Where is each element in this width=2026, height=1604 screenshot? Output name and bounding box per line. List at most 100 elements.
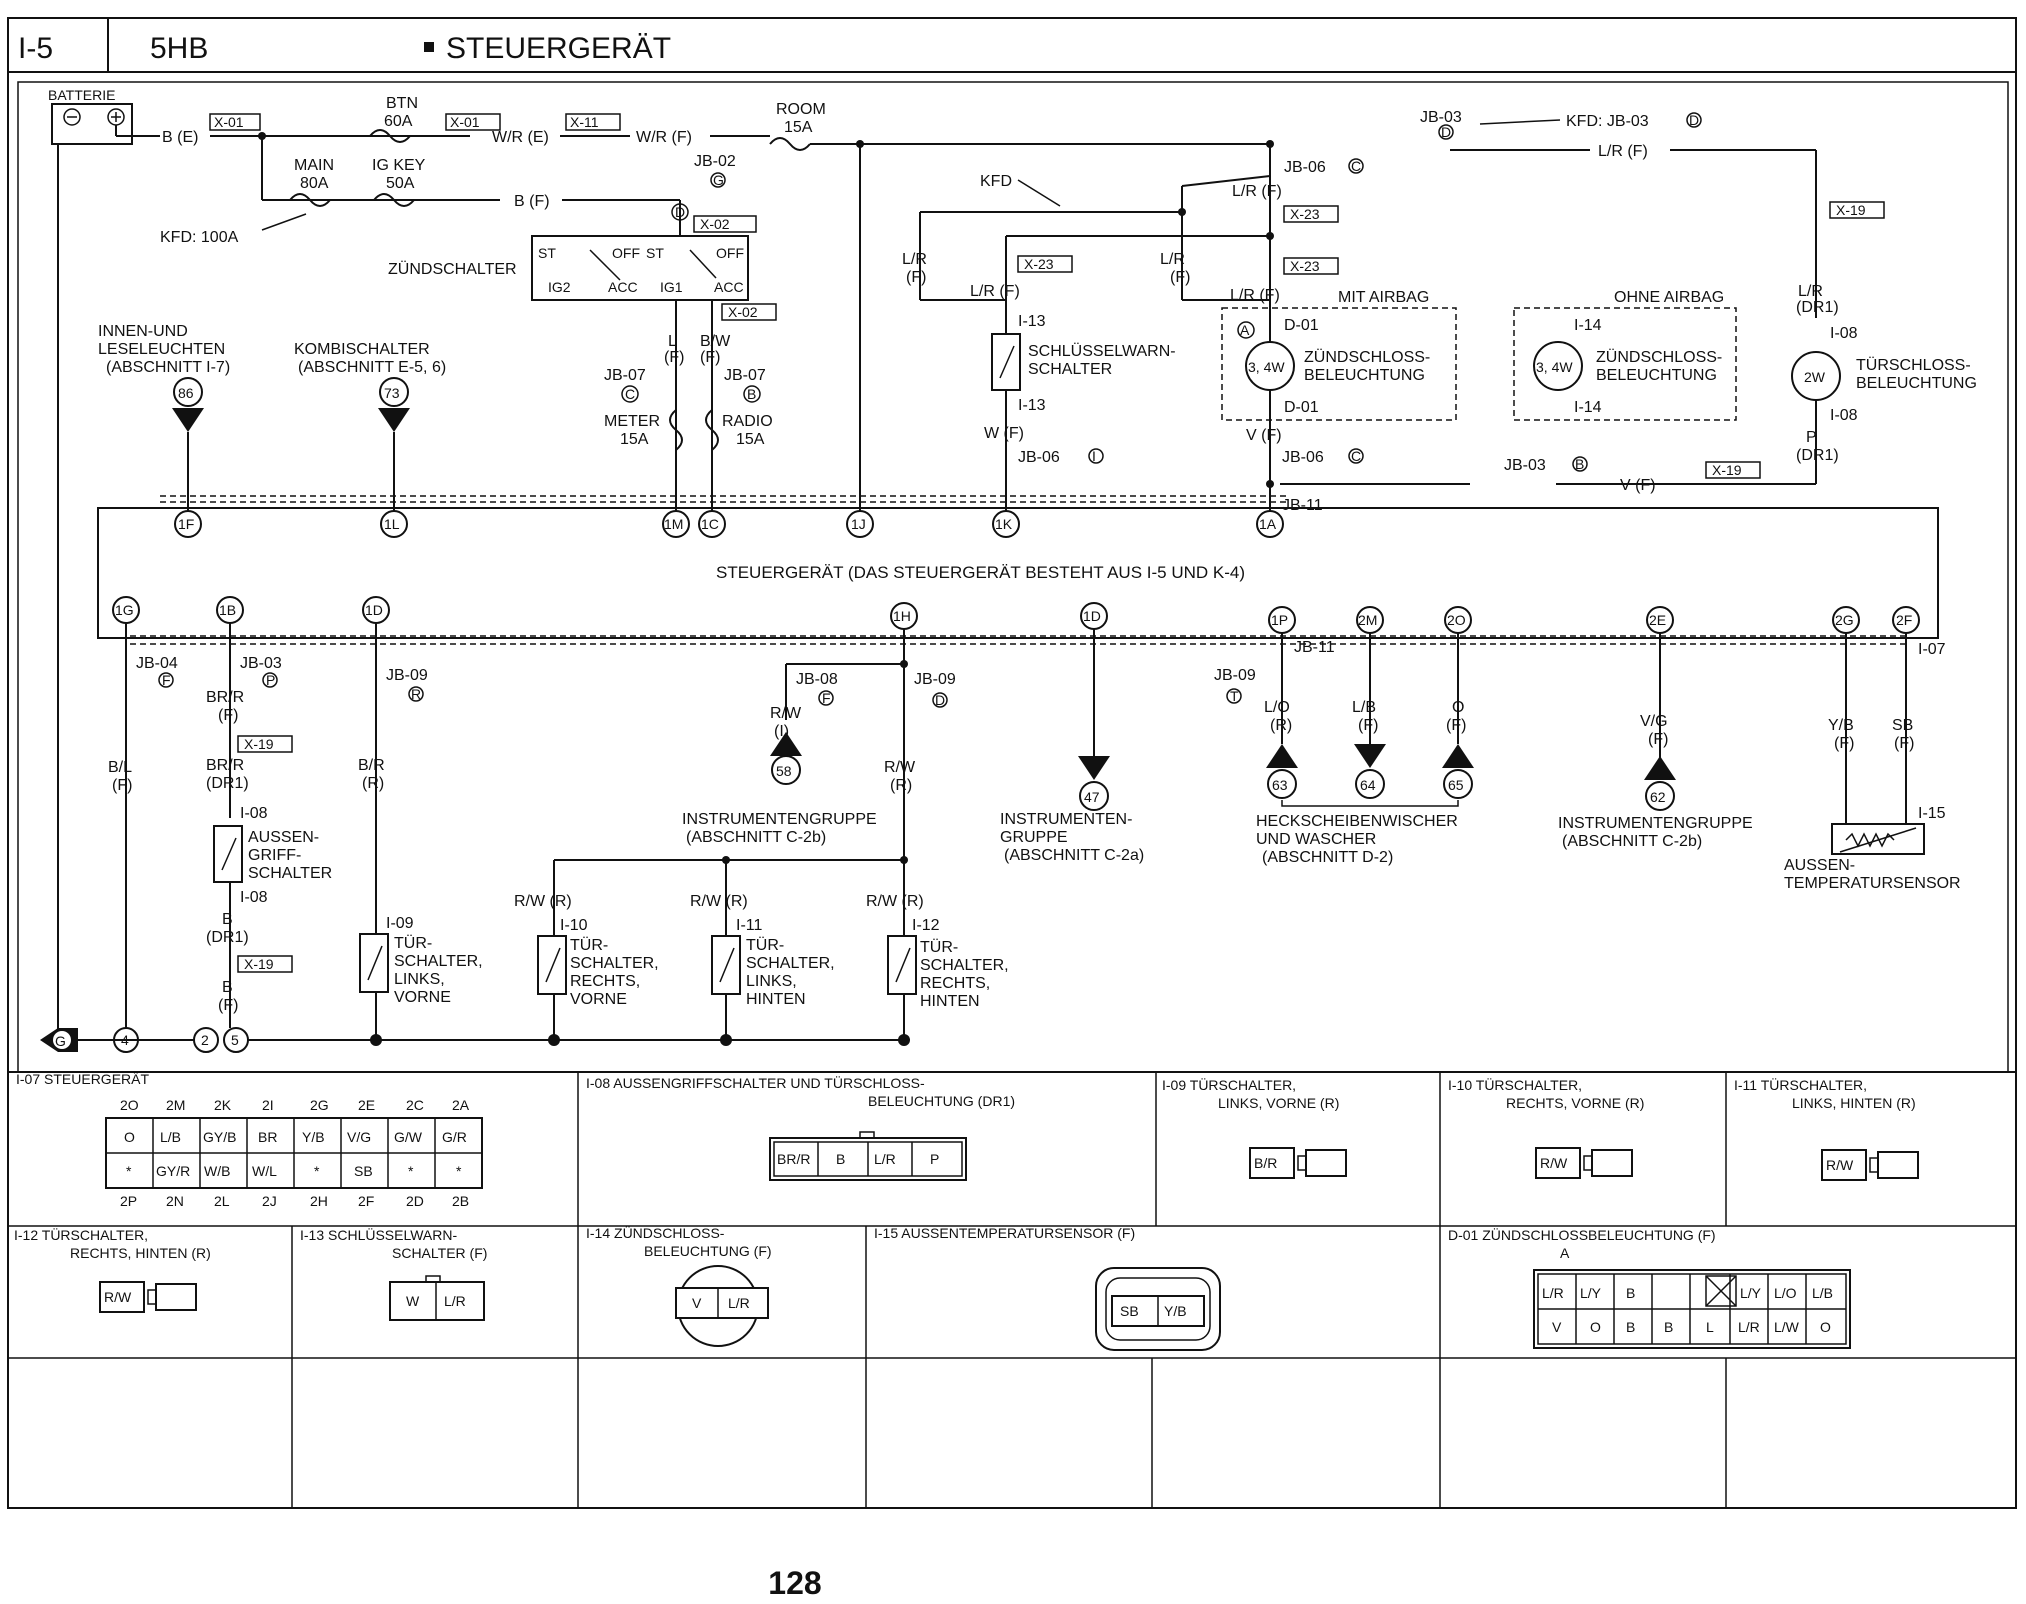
svg-text:MIT AIRBAG: MIT AIRBAG [1338, 289, 1429, 306]
svg-text:L/R (F): L/R (F) [1230, 287, 1280, 304]
svg-text:2O: 2O [120, 1097, 139, 1113]
svg-text:LINKS, HINTEN (R): LINKS, HINTEN (R) [1792, 1095, 1916, 1111]
svg-text:R/W (R): R/W (R) [514, 893, 572, 910]
svg-text:1B: 1B [219, 602, 236, 618]
svg-text:2C: 2C [406, 1097, 424, 1113]
svg-text:(ABSCHNITT C-2b): (ABSCHNITT C-2b) [1562, 833, 1702, 850]
svg-text:2K: 2K [214, 1097, 232, 1113]
svg-text:L/B: L/B [1352, 699, 1376, 716]
svg-text:I-07 STEUERGERÄT: I-07 STEUERGERÄT [16, 1071, 149, 1087]
svg-text:I-14: I-14 [1574, 317, 1602, 334]
svg-text:X-01: X-01 [450, 114, 480, 130]
svg-text:D: D [675, 204, 685, 220]
svg-text:2M: 2M [1358, 612, 1377, 628]
svg-text:I-12: I-12 [912, 917, 940, 934]
svg-text:INSTRUMENTENGRUPPE: INSTRUMENTENGRUPPE [1558, 815, 1753, 832]
svg-text:2J: 2J [262, 1193, 277, 1209]
svg-text:A: A [1560, 1245, 1570, 1261]
svg-text:R/W: R/W [1540, 1155, 1568, 1171]
svg-text:JB-07: JB-07 [604, 367, 646, 384]
svg-text:(F): (F) [906, 269, 926, 286]
svg-text:I-08 AUSSENGRIFFSCHALTER UND T: I-08 AUSSENGRIFFSCHALTER UND TÜRSCHLOSS- [586, 1074, 925, 1091]
svg-text:X-19: X-19 [244, 736, 274, 752]
svg-text:ROOM: ROOM [776, 101, 826, 118]
svg-text:SCHALTER,: SCHALTER, [920, 957, 1009, 974]
svg-text:(F): (F) [218, 707, 238, 724]
svg-text:L/R (F): L/R (F) [970, 283, 1020, 300]
svg-text:73: 73 [384, 385, 400, 401]
svg-text:KFD: 100A: KFD: 100A [160, 229, 239, 246]
connector-i15: I-15 AUSSENTEMPERATURSENSOR (F) SB Y/B [874, 1225, 1221, 1351]
title-bullet-icon [424, 42, 434, 52]
door-switch-right-rear [887, 935, 917, 995]
svg-text:ACC: ACC [714, 279, 744, 295]
svg-text:I-13: I-13 [1018, 397, 1046, 414]
svg-text:62: 62 [1650, 789, 1666, 805]
connector-views-table [8, 1071, 2016, 1508]
svg-text:BELEUCHTUNG (DR1): BELEUCHTUNG (DR1) [868, 1093, 1015, 1109]
page-title: STEUERGERÄT [446, 32, 671, 65]
svg-text:Y/B: Y/B [1828, 717, 1854, 734]
svg-text:L: L [1706, 1319, 1714, 1335]
svg-text:(R): (R) [890, 777, 912, 794]
svg-text:B/R: B/R [1254, 1155, 1277, 1171]
with-airbag-box [1221, 307, 1457, 421]
svg-text:W: W [406, 1293, 420, 1309]
svg-text:JB-03: JB-03 [1504, 457, 1546, 474]
svg-text:ST: ST [538, 245, 556, 261]
svg-text:(F): (F) [1894, 735, 1914, 752]
svg-text:A: A [1240, 322, 1250, 338]
svg-text:(DR1): (DR1) [1796, 447, 1839, 464]
svg-text:I-08: I-08 [240, 889, 268, 906]
ignition-switch [531, 235, 749, 301]
svg-text:(F): (F) [1834, 735, 1854, 752]
svg-text:B (E): B (E) [162, 129, 198, 146]
svg-text:LESELEUCHTEN: LESELEUCHTEN [98, 341, 225, 358]
svg-text:V/G: V/G [1640, 713, 1668, 730]
svg-text:R/W: R/W [1826, 1157, 1854, 1173]
svg-text:GY/R: GY/R [156, 1163, 190, 1179]
svg-text:L/Y: L/Y [1580, 1285, 1602, 1301]
svg-text:L/R: L/R [902, 251, 927, 268]
svg-text:SB: SB [1892, 717, 1913, 734]
svg-text:15A: 15A [736, 431, 765, 448]
svg-text:2W: 2W [1804, 369, 1826, 385]
svg-text:2D: 2D [406, 1193, 424, 1209]
svg-text:D-01 ZÜNDSCHLOSSBELEUCHTUNG (F: D-01 ZÜNDSCHLOSSBELEUCHTUNG (F) [1448, 1226, 1716, 1243]
page-number: 128 [768, 1565, 822, 1601]
svg-text:KFD: KFD [980, 173, 1012, 190]
svg-text:B: B [836, 1151, 845, 1167]
svg-text:I-11: I-11 [736, 917, 762, 934]
svg-text:64: 64 [1360, 777, 1376, 793]
svg-text:BR/R: BR/R [206, 689, 244, 706]
svg-text:METER: METER [604, 413, 660, 430]
svg-text:Y/B: Y/B [302, 1129, 325, 1145]
svg-text:I-08: I-08 [1830, 407, 1858, 424]
svg-text:B: B [1575, 456, 1584, 472]
svg-text:80A: 80A [300, 175, 329, 192]
svg-text:P: P [930, 1151, 939, 1167]
svg-text:(F): (F) [218, 997, 238, 1014]
svg-text:GRIFF-: GRIFF- [248, 847, 301, 864]
svg-text:86: 86 [178, 385, 194, 401]
outside-handle-switch [213, 825, 243, 883]
svg-text:SCHALTER (F): SCHALTER (F) [392, 1245, 487, 1261]
svg-text:JB-06: JB-06 [1282, 449, 1324, 466]
svg-text:KFD: JB-03: KFD: JB-03 [1566, 113, 1649, 130]
svg-text:SB: SB [1120, 1303, 1139, 1319]
svg-text:(DR1): (DR1) [1796, 299, 1839, 316]
svg-text:L/O: L/O [1774, 1285, 1797, 1301]
svg-text:AUSSEN-: AUSSEN- [248, 829, 319, 846]
svg-text:2: 2 [201, 1032, 209, 1048]
svg-text:B: B [747, 386, 756, 402]
svg-text:I-07: I-07 [1918, 641, 1946, 658]
svg-text:ST: ST [646, 245, 664, 261]
svg-text:OFF: OFF [716, 245, 744, 261]
svg-text:1D: 1D [1083, 608, 1101, 624]
svg-text:V (F): V (F) [1246, 427, 1282, 444]
svg-text:B/W: B/W [700, 333, 731, 350]
svg-text:X-19: X-19 [1836, 202, 1866, 218]
svg-text:2H: 2H [310, 1193, 328, 1209]
svg-text:L/R: L/R [444, 1293, 466, 1309]
svg-text:(F): (F) [664, 349, 684, 366]
